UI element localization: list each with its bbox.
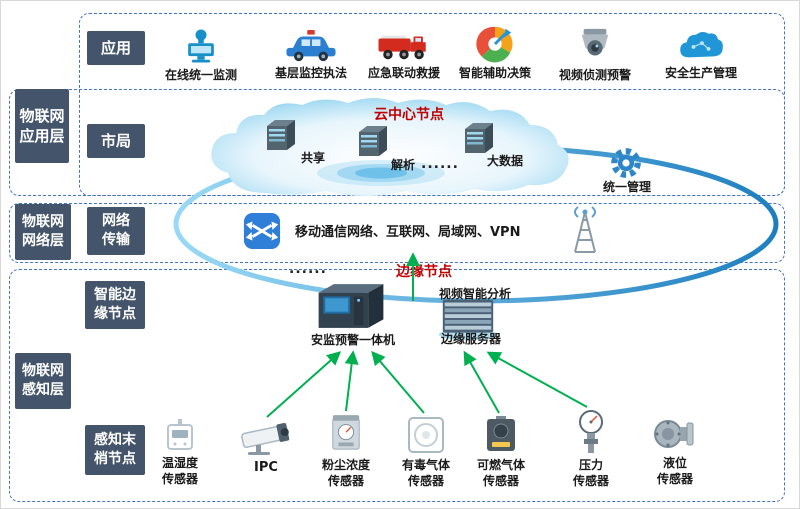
temp-humidity-sensor-icon bbox=[162, 417, 198, 453]
ip-camera-icon bbox=[236, 421, 296, 457]
app-label: 视频侦测预警 bbox=[558, 68, 631, 82]
sensor-label: IPC bbox=[254, 460, 278, 475]
network-types-text: 移动通信网络、互联网、局域网、VPN bbox=[295, 225, 521, 240]
edge-ellipsis: ...... bbox=[289, 261, 327, 277]
sensor-toxic-gas: 有毒气体 传感器 bbox=[395, 415, 457, 489]
label-iot-perception-layer: 物联网 感知层 bbox=[15, 353, 71, 409]
cloud-node-label: 大数据 bbox=[486, 154, 523, 168]
cloud-shape bbox=[206, 97, 586, 197]
sensor-label: 液位 传感器 bbox=[656, 456, 693, 486]
application-layer-outer-band bbox=[9, 89, 785, 196]
edge-server-label: 边缘服务器 bbox=[440, 332, 501, 346]
app-video-warning: 视频侦测预警 bbox=[547, 27, 643, 84]
app-enforcement: 基层监控执法 bbox=[263, 29, 359, 82]
surveillance-camera-icon bbox=[179, 27, 223, 65]
cloud-icon bbox=[676, 29, 726, 63]
app-decision-support: 智能辅助决策 bbox=[447, 25, 543, 82]
label-iot-application-layer: 物联网 应用层 bbox=[15, 89, 69, 163]
label-edge-node: 智能边 缘节点 bbox=[85, 281, 145, 329]
video-analysis-label: 视频智能分析 bbox=[438, 287, 511, 301]
all-in-one-machine-icon bbox=[311, 279, 391, 333]
sensor-flammable-gas: 可燃气体 传感器 bbox=[470, 415, 532, 489]
label-iot-network-layer: 物联网 网络层 bbox=[15, 204, 71, 260]
sensor-pressure: 压力 传感器 bbox=[560, 409, 622, 489]
level-sensor-icon bbox=[652, 415, 698, 453]
machine-label: 安监预警一体机 bbox=[310, 333, 395, 347]
perception-layer-band bbox=[9, 269, 785, 502]
sensor-label: 有毒气体 传感器 bbox=[401, 458, 450, 488]
signal-tower-icon bbox=[561, 206, 609, 256]
label-application: 应用 bbox=[87, 31, 145, 65]
app-online-monitoring: 在线统一监测 bbox=[153, 27, 249, 84]
app-emergency-rescue: 应急联动救援 bbox=[356, 29, 452, 82]
sensor-label: 温湿度 传感器 bbox=[161, 456, 198, 486]
server-icon bbox=[459, 121, 499, 157]
dome-camera-icon bbox=[574, 27, 616, 65]
app-label: 应急联动救援 bbox=[367, 66, 440, 80]
sensor-ipc: IPC bbox=[231, 421, 301, 477]
pressure-sensor-icon bbox=[573, 409, 609, 455]
app-label: 基层监控执法 bbox=[274, 66, 347, 80]
label-network-transport: 网络 传输 bbox=[87, 207, 145, 255]
sensor-label: 粉尘浓度 传感器 bbox=[321, 458, 370, 488]
cloud-node-label: 解析 bbox=[390, 158, 415, 172]
sensor-level: 液位 传感器 bbox=[645, 415, 705, 487]
switch-icon bbox=[243, 212, 281, 250]
unified-management-label: 统一管理 bbox=[602, 180, 651, 194]
flammable-gas-sensor-icon bbox=[482, 415, 520, 455]
sensor-label: 压力 传感器 bbox=[572, 458, 609, 488]
police-car-icon bbox=[282, 29, 340, 63]
label-perception-terminal: 感知末 梢节点 bbox=[85, 425, 145, 475]
gear-icon bbox=[608, 145, 644, 181]
sensor-label: 可燃气体 传感器 bbox=[476, 458, 525, 488]
fire-truck-icon bbox=[375, 29, 433, 63]
app-safety-management: 安全生产管理 bbox=[649, 29, 753, 82]
network-layer-band bbox=[9, 203, 785, 263]
app-label: 在线统一监测 bbox=[164, 68, 237, 82]
app-label: 安全生产管理 bbox=[664, 66, 737, 80]
sensor-temp-humidity: 温湿度 传感器 bbox=[149, 417, 211, 487]
server-icon bbox=[261, 118, 301, 154]
label-city-bureau: 市局 bbox=[87, 124, 145, 158]
cloud-ellipsis: ...... bbox=[421, 156, 459, 172]
sensor-dust: 粉尘浓度 传感器 bbox=[312, 413, 380, 489]
edge-node-title: 边缘节点 bbox=[396, 264, 452, 280]
server-icon bbox=[353, 124, 393, 160]
cloud-center-title: 云中心节点 bbox=[374, 107, 444, 123]
cloud-node-label: 共享 bbox=[300, 151, 325, 165]
app-label: 智能辅助决策 bbox=[458, 66, 531, 80]
dust-sensor-icon bbox=[329, 413, 363, 455]
edge-server-icon bbox=[437, 297, 499, 341]
toxic-gas-sensor-icon bbox=[406, 415, 446, 455]
analytics-chart-icon bbox=[474, 25, 516, 63]
